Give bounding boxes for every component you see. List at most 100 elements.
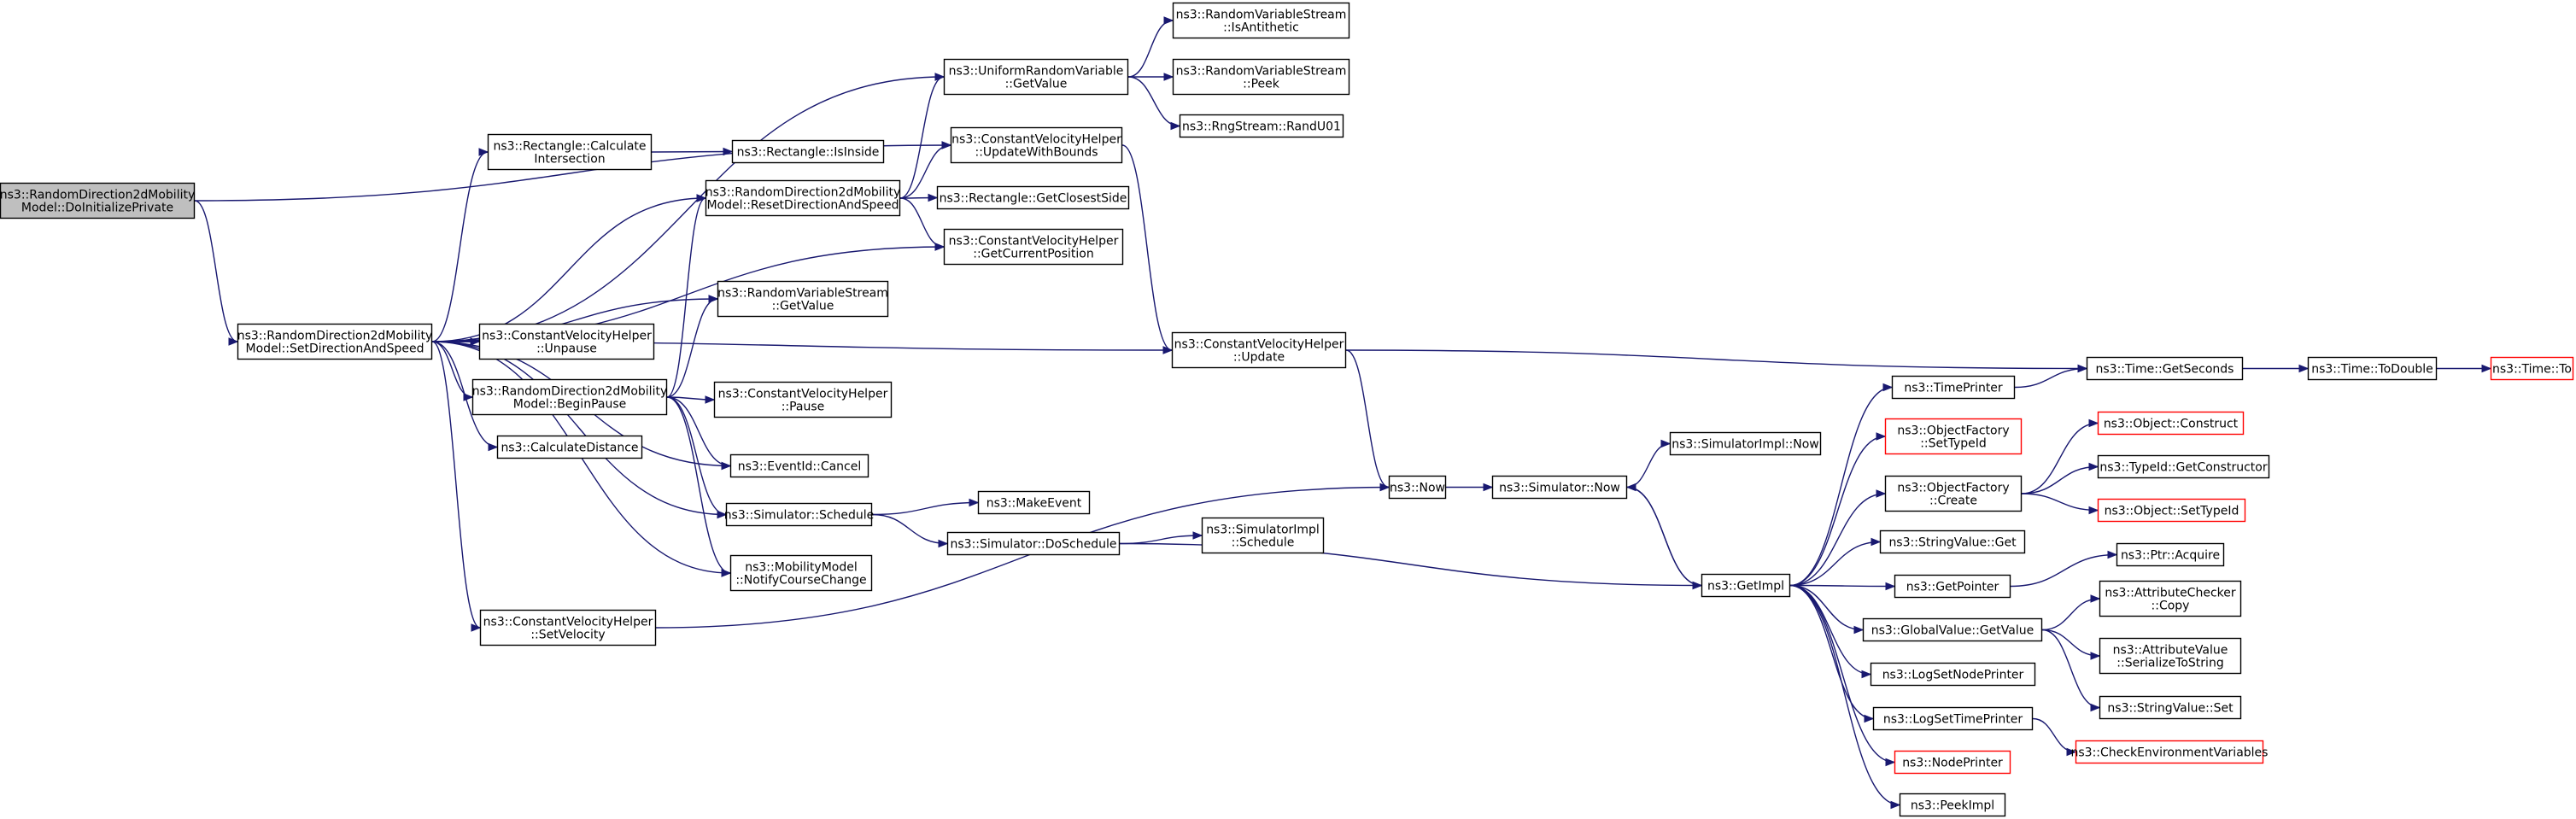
node-label-line: ns3::AttributeValue xyxy=(2113,644,2228,658)
function-node-rvs-anti[interactable]: ns3::RandomVariableStream::IsAntithetic xyxy=(1172,2,1350,39)
function-node-bp[interactable]: ns3::RandomDirection2dMobilityModel::Beg… xyxy=(471,378,668,416)
node-box xyxy=(479,609,657,646)
function-node-timeprinter[interactable]: ns3::TimePrinter xyxy=(1891,375,2016,400)
function-node-sv-get[interactable]: ns3::StringValue::Get xyxy=(1879,529,2026,554)
function-node-mm-ncc[interactable]: ns3::MobilityModel::NotifyCourseChange xyxy=(729,554,873,592)
function-node-simsched[interactable]: ns3::Simulator::Schedule xyxy=(724,502,875,527)
node-label-line: ns3::CalculateDistance xyxy=(501,442,638,455)
function-node-obj-construct[interactable]: ns3::Object::Construct xyxy=(2097,411,2245,436)
node-box xyxy=(1870,662,2036,687)
edge-urv-to-rng xyxy=(1127,76,1180,127)
node-box xyxy=(1884,418,2023,455)
edge-sdas-to-calcdist xyxy=(431,341,498,448)
function-node-tid-gc[interactable]: ns3::TypeId::GetConstructor xyxy=(2097,454,2270,479)
function-node-time-to[interactable]: ns3::Time::To xyxy=(2490,356,2574,381)
function-node-simimpl-now[interactable]: ns3::SimulatorImpl::Now xyxy=(1669,431,1822,456)
edge-bp-to-simsched xyxy=(666,396,727,516)
function-node-ptr-acquire[interactable]: ns3::Ptr::Acquire xyxy=(2116,542,2225,567)
node-label-line: ::Peek xyxy=(1243,78,1280,91)
node-box xyxy=(478,323,655,360)
function-node-rng[interactable]: ns3::RngStream::RandU01 xyxy=(1179,114,1344,138)
node-box xyxy=(2097,498,2246,523)
function-node-logtp[interactable]: ns3::LogSetTimePrinter xyxy=(1872,706,2034,731)
node-label-line: ns3::CheckEnvironmentVariables xyxy=(2071,746,2269,760)
function-node-simnow[interactable]: ns3::Simulator::Now xyxy=(1491,475,1628,500)
node-label-line: ::Schedule xyxy=(1232,536,1295,550)
function-node-simdosched[interactable]: ns3::Simulator::DoSchedule xyxy=(946,531,1121,556)
node-label-line: ::IsAntithetic xyxy=(1223,21,1299,35)
function-node-of-settid[interactable]: ns3::ObjectFactory::SetTypeId xyxy=(1884,418,2023,455)
function-node-cvh-sv[interactable]: ns3::ConstantVelocityHelper::SetVelocity xyxy=(479,609,657,646)
node-label-line: ns3::TypeId::GetConstructor xyxy=(2099,461,2267,475)
node-label-line: ns3::NodePrinter xyxy=(1902,757,2003,770)
function-node-of-create[interactable]: ns3::ObjectFactory::Create xyxy=(1884,475,2023,512)
function-node-cvh-update[interactable]: ns3::ConstantVelocityHelper::Update xyxy=(1171,331,1347,369)
function-node-cvh-pause[interactable]: ns3::ConstantVelocityHelper::Pause xyxy=(713,381,893,418)
node-label-line: ns3::GlobalValue::GetValue xyxy=(1871,624,2034,638)
edge-sdas-to-rect_ci xyxy=(431,151,489,342)
edge-simsched-to-makeevent xyxy=(871,501,979,516)
node-box xyxy=(1172,2,1350,39)
node-label-line: ::Copy xyxy=(2152,600,2190,613)
function-node-makeevent[interactable]: ns3::MakeEvent xyxy=(977,490,1091,515)
function-node-getpointer[interactable]: ns3::GetPointer xyxy=(1894,574,2011,599)
edge-getimpl-to-of_settid xyxy=(1789,436,1886,587)
function-node-rvs-gv[interactable]: ns3::RandomVariableStream::GetValue xyxy=(717,280,889,318)
edge-getpointer-to-ptr_acquire xyxy=(2010,553,2117,588)
node-label-line: Model::ResetDirectionAndSpeed xyxy=(706,199,899,213)
arrowhead-getimpl-to-gv_getvalue xyxy=(1853,625,1865,635)
node-label-line: ns3::RngStream::RandU01 xyxy=(1182,120,1341,134)
function-node-cvh-uwb[interactable]: ns3::ConstantVelocityHelper::UpdateWithB… xyxy=(950,126,1123,164)
edge-simnow-to-simimpl_now xyxy=(1626,442,1671,488)
node-box xyxy=(1884,475,2023,512)
node-box xyxy=(713,381,893,418)
function-node-obj-settid[interactable]: ns3::Object::SetTypeId xyxy=(2097,498,2246,523)
node-label-line: Intersection xyxy=(534,153,605,167)
edge-rect_ci-to-rect_ii xyxy=(651,150,733,153)
function-node-sv-set[interactable]: ns3::StringValue::Set xyxy=(2099,695,2242,720)
edge-getimpl-to-getpointer xyxy=(1789,584,1895,588)
function-node-sdas[interactable]: ns3::RandomDirection2dMobilityModel::Set… xyxy=(237,323,432,360)
node-label-line: ns3::RandomVariableStream xyxy=(717,287,888,301)
function-node-evcancel[interactable]: ns3::EventId::Cancel xyxy=(729,453,869,478)
arrowhead-urv-to-rng xyxy=(1170,121,1181,131)
node-box xyxy=(2307,356,2438,381)
function-node-peekimpl[interactable]: ns3::PeekImpl xyxy=(1899,793,2006,817)
function-node-dip[interactable]: ns3::RandomDirection2dMobilityModel::DoI… xyxy=(0,182,195,219)
function-node-urv[interactable]: ns3::UniformRandomVariable::GetValue xyxy=(943,58,1129,96)
node-box xyxy=(1894,750,2011,775)
arrowhead-of_create-to-tid_gc xyxy=(2088,462,2099,471)
node-box xyxy=(2116,542,2225,567)
function-node-rect-gcs[interactable]: ns3::Rectangle::GetClosestSide xyxy=(936,185,1130,210)
function-node-cvh-gcp[interactable]: ns3::ConstantVelocityHelper::GetCurrentP… xyxy=(943,228,1124,266)
function-node-rect-ii[interactable]: ns3::Rectangle::IsInside xyxy=(731,139,885,164)
node-label-line: ns3::Now xyxy=(1390,482,1445,495)
function-node-ac-copy[interactable]: ns3::AttributeChecker::Copy xyxy=(2099,580,2242,617)
function-node-now[interactable]: ns3::Now xyxy=(1388,475,1447,500)
function-node-gv-getvalue[interactable]: ns3::GlobalValue::GetValue xyxy=(1862,617,2043,642)
edge-gv_getvalue-to-sv_set xyxy=(2041,629,2100,709)
function-node-calcdist[interactable]: ns3::CalculateDistance xyxy=(496,435,643,459)
function-node-time-td[interactable]: ns3::Time::ToDouble xyxy=(2307,356,2438,381)
function-node-lognp[interactable]: ns3::LogSetNodePrinter xyxy=(1870,662,2036,687)
function-node-cvh-unpause[interactable]: ns3::ConstantVelocityHelper::Unpause xyxy=(478,323,655,360)
function-node-rvs-peek[interactable]: ns3::RandomVariableStream::Peek xyxy=(1172,58,1350,96)
function-node-nodeprinter[interactable]: ns3::NodePrinter xyxy=(1894,750,2011,775)
node-box xyxy=(1872,706,2034,731)
function-node-time-gs[interactable]: ns3::Time::GetSeconds xyxy=(2086,356,2244,381)
function-node-simimpl-sched[interactable]: ns3::SimulatorImpl::Schedule xyxy=(1201,517,1325,554)
node-label-line: ns3::SimulatorImpl xyxy=(1206,524,1320,537)
function-node-getimpl[interactable]: ns3::GetImpl xyxy=(1701,573,1791,598)
node-label-line: ns3::Time::ToDouble xyxy=(2311,363,2433,377)
edge-cvh_sv-to-now xyxy=(655,486,1390,629)
function-node-rdas[interactable]: ns3::RandomDirection2dMobilityModel::Res… xyxy=(705,179,900,217)
function-node-av-sts[interactable]: ns3::AttributeValue::SerializeToString xyxy=(2099,637,2242,675)
node-box xyxy=(471,378,668,416)
function-node-cev[interactable]: ns3::CheckEnvironmentVariables xyxy=(2071,740,2269,764)
node-label-line: ns3::RandomDirection2dMobility xyxy=(237,330,432,343)
arrowhead-bp-to-cvh_pause xyxy=(705,395,716,404)
edge-cvh_update-to-now xyxy=(1345,349,1390,488)
edge-getimpl-to-timeprinter xyxy=(1789,386,1893,587)
arrowhead-simnow-to-simimpl_now xyxy=(1660,439,1671,448)
